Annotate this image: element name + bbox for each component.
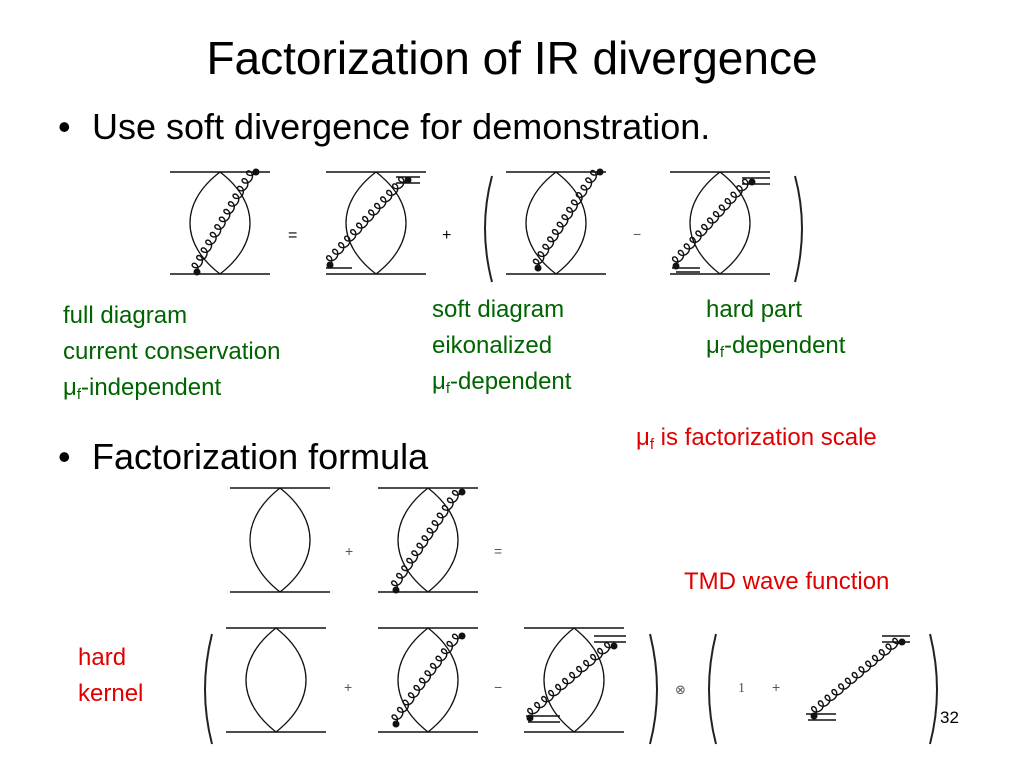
gluon-line [811, 637, 903, 717]
quark-loop [279, 487, 311, 593]
quark-loop [397, 627, 429, 733]
label-line: μf-dependent [432, 364, 571, 400]
hard-part-label: hard part μf-dependent [706, 292, 845, 364]
right-paren [929, 633, 938, 745]
plus-sign: + [442, 227, 451, 244]
vertex-dot [458, 632, 466, 640]
quark-loop [397, 487, 429, 593]
gluon-line [671, 178, 753, 267]
tmd-wave-function-label: TMD wave function [684, 568, 890, 595]
left-paren [204, 633, 213, 745]
label-line: μf-dependent [706, 328, 845, 364]
bullet-soft-divergence: • Use soft divergence for demonstration. [58, 106, 710, 148]
vertex-dot [610, 642, 618, 650]
mu-subscript: f [719, 344, 724, 361]
mu-symbol: μ [706, 332, 720, 359]
hard-kernel-label: hard kernel [78, 640, 143, 712]
quark-loop [219, 171, 251, 275]
equals-sign: = [494, 543, 502, 559]
quark-loop [525, 171, 557, 275]
label-line: full diagram [63, 302, 188, 329]
quark-loop [427, 487, 459, 593]
mu-subscript: f [649, 436, 654, 453]
gluon-line [532, 169, 601, 269]
label-line: eikonalized [432, 332, 553, 359]
plus-sign: + [345, 543, 353, 559]
slide-title: Factorization of IR divergence [206, 32, 818, 84]
right-paren [649, 633, 658, 745]
quark-loop [719, 171, 751, 275]
vertex-dot [392, 720, 400, 728]
gluon-line [390, 489, 463, 591]
vertex-dot [252, 168, 260, 176]
quark-loop [275, 627, 307, 733]
gluon-line [391, 633, 463, 725]
page-number: 32 [940, 708, 959, 727]
factorization-scale-note: μf is factorization scale [636, 420, 877, 463]
quark-loop [189, 171, 221, 275]
quark-loop [427, 627, 459, 733]
bullet-text: Factorization formula [92, 436, 429, 477]
vertex-dot [534, 264, 542, 272]
quark-loop [543, 627, 575, 733]
bullet-text: Use soft divergence for demonstration. [92, 106, 711, 147]
plus-sign: + [772, 679, 780, 695]
gluon-line [191, 170, 257, 273]
gluon-line [527, 641, 615, 719]
mu-symbol: μ [636, 424, 650, 451]
label-text: -independent [81, 374, 222, 401]
bullet-dot: • [58, 106, 71, 147]
label-line: μf-independent [63, 370, 280, 406]
quark-loop [689, 171, 721, 275]
bullet-dot: • [58, 436, 71, 477]
note-text: is factorization scale [654, 424, 877, 451]
vertex-dot [193, 268, 201, 276]
label-line: hard [78, 644, 127, 671]
left-paren [484, 175, 493, 283]
otimes-sign: ⊗ [675, 683, 686, 698]
mu-subscript: f [445, 380, 450, 397]
minus-sign: − [633, 226, 641, 242]
diagram-group [170, 168, 910, 733]
vertex-dot [326, 261, 334, 269]
vertex-dot [458, 488, 466, 496]
left-paren [708, 633, 717, 745]
number-one: 1 [738, 681, 745, 696]
equals-sign: = [288, 227, 297, 244]
mu-symbol: μ [63, 374, 77, 401]
quark-loop [555, 171, 587, 275]
quark-loop [573, 627, 605, 733]
mu-symbol: μ [432, 368, 446, 395]
quark-loop [345, 171, 377, 275]
bullet-factorization-formula: • Factorization formula [58, 436, 428, 478]
gluon-line [325, 176, 409, 266]
quark-loop [245, 627, 277, 733]
quark-loop [375, 171, 407, 275]
vertex-dot [596, 168, 604, 176]
soft-diagram-label: soft diagram eikonalized μf-dependent [432, 292, 571, 400]
label-text: -dependent [724, 332, 846, 359]
minus-sign: − [494, 679, 502, 695]
label-text: -dependent [450, 368, 572, 395]
right-paren [794, 175, 803, 283]
vertex-dot [392, 586, 400, 594]
label-line: kernel [78, 680, 144, 707]
vertex-dot [404, 176, 412, 184]
plus-sign: + [344, 679, 352, 695]
full-diagram-label: full diagram current conservation μf-ind… [63, 298, 280, 406]
mu-subscript: f [76, 386, 81, 403]
quark-loop [249, 487, 281, 593]
label-line: hard part [706, 296, 803, 323]
label-line: soft diagram [432, 296, 565, 323]
label-line: current conservation [63, 338, 281, 365]
